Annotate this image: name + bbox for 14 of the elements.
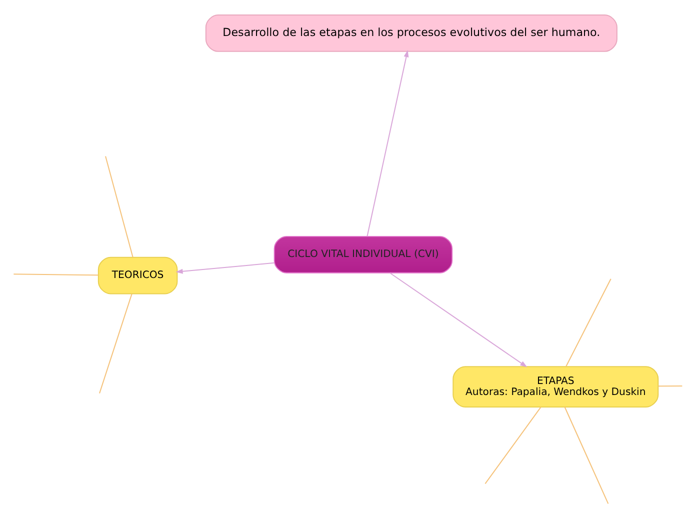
connector xyxy=(105,156,134,258)
node-box: CICLO VITAL INDIVIDUAL (CVI) xyxy=(274,236,453,274)
connector xyxy=(566,278,612,367)
connector xyxy=(564,406,609,504)
connector xyxy=(99,294,132,394)
connector xyxy=(658,386,682,387)
arrow xyxy=(366,50,409,236)
arrow xyxy=(176,262,274,274)
arrow xyxy=(390,272,528,368)
node-box: Desarrollo de las etapas en los procesos evolutivos del ser humano. xyxy=(205,14,618,52)
connector xyxy=(484,406,542,484)
node-box: ETAPAS Autoras: Papalia, Wendkos y Duskin xyxy=(452,366,659,408)
node-box: TEORICOS xyxy=(98,256,178,294)
connector xyxy=(14,274,98,276)
